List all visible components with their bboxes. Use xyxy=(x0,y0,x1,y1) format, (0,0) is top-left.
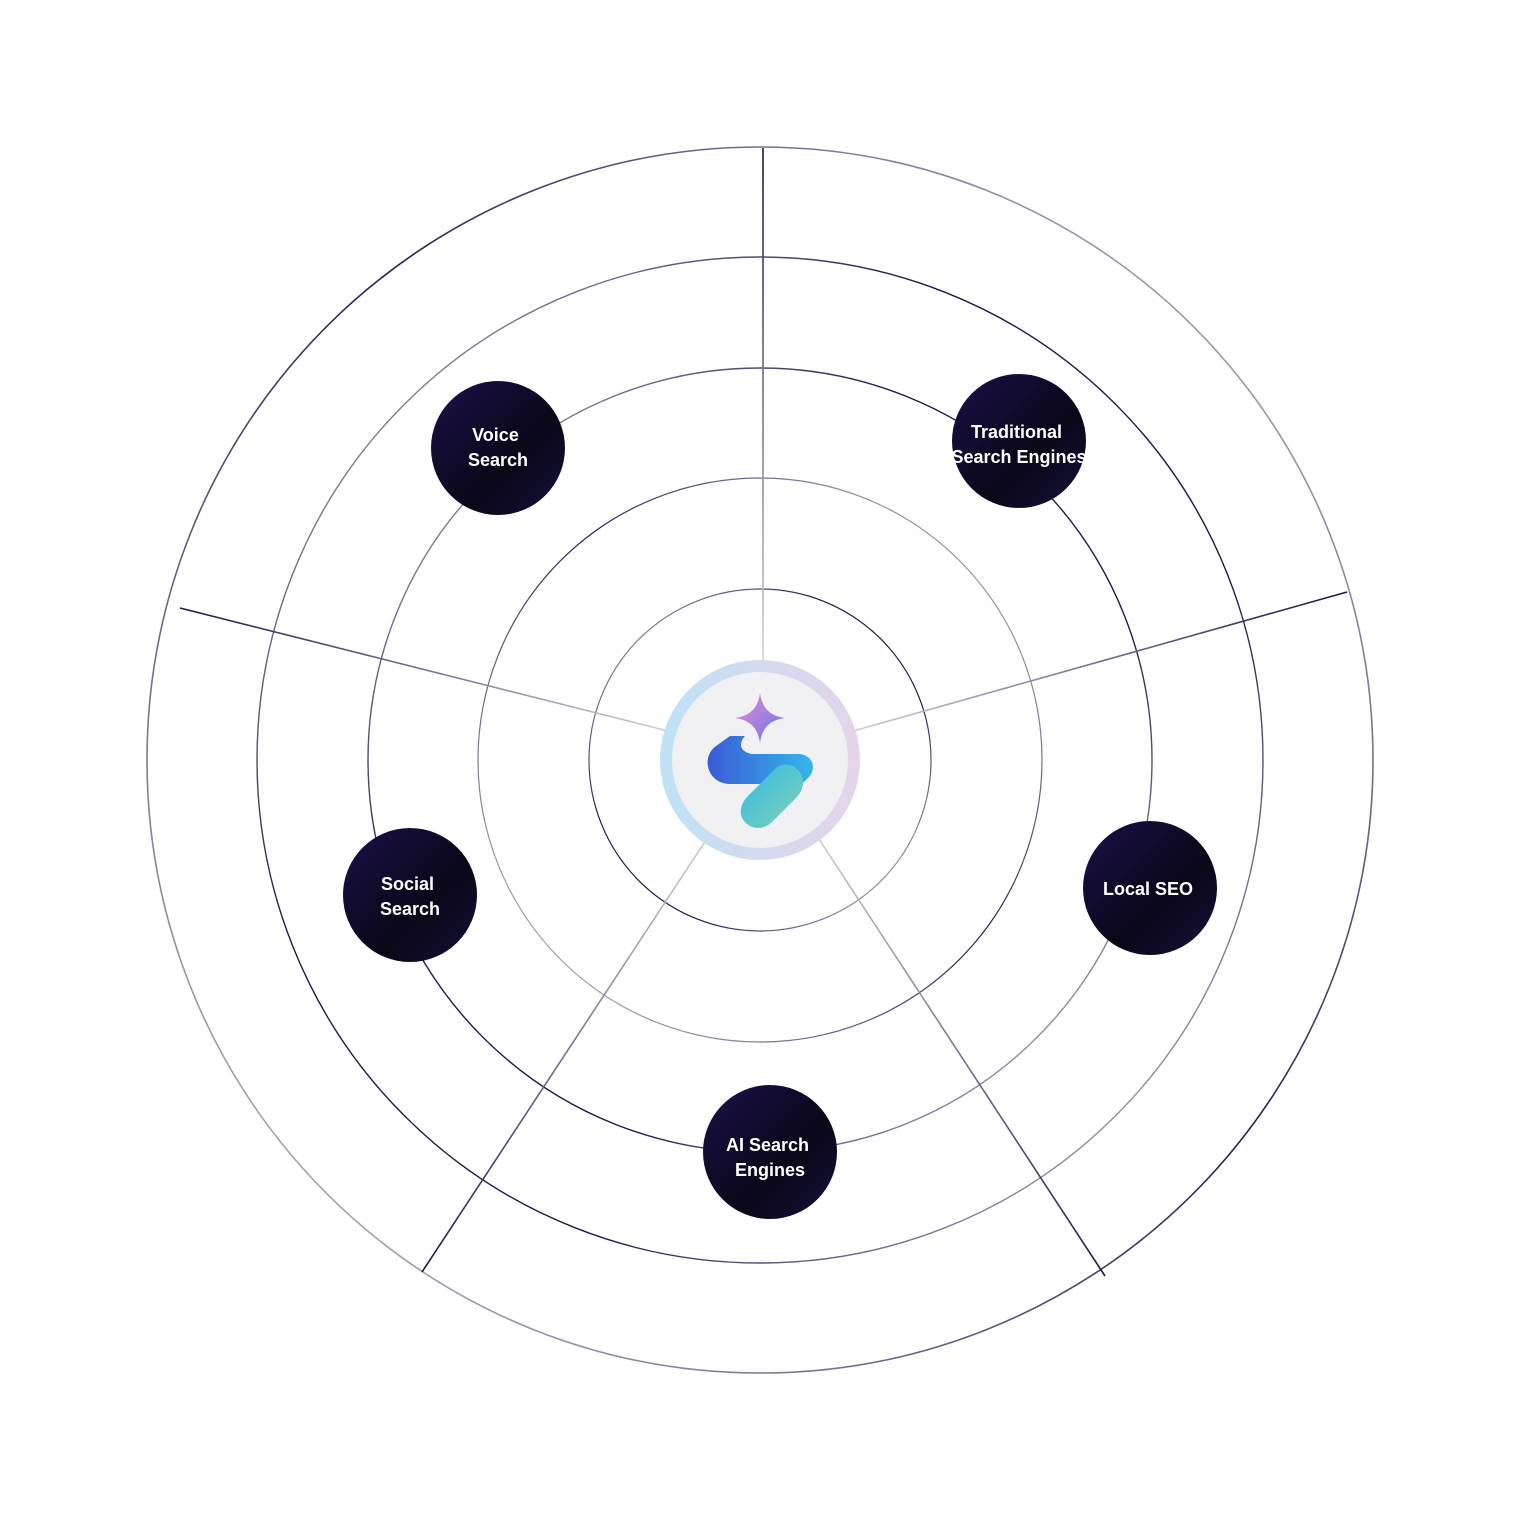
ring-5 xyxy=(146,146,1374,1374)
spoke-right xyxy=(845,591,1348,734)
node-circle xyxy=(952,374,1086,508)
spoke-left xyxy=(179,607,673,733)
node-voice-search[interactable]: Voice Search xyxy=(431,381,565,515)
ring-4 xyxy=(256,256,1264,1264)
svg-text:Voice Search: Voice Search xyxy=(468,425,528,470)
node-traditional-search-engines[interactable]: Traditional Search Engines xyxy=(951,374,1087,508)
node-local-seo[interactable]: Local SEO xyxy=(1083,821,1217,955)
spoke-bottom-left xyxy=(421,833,711,1273)
node-label-line: Search xyxy=(380,899,440,919)
node-ai-search-engines[interactable]: AI Search Engines xyxy=(703,1085,837,1219)
node-label-line: Traditional xyxy=(971,422,1062,442)
node-label-line: Search xyxy=(468,450,528,470)
rings xyxy=(146,146,1374,1374)
node-label-line: Engines xyxy=(735,1160,805,1180)
node-label-line: Social xyxy=(381,874,434,894)
svg-text:AI Search Engines: AI Search Engines xyxy=(726,1135,814,1180)
spoke-bottom-right xyxy=(812,829,1106,1277)
brand-logo-icon xyxy=(707,693,813,828)
node-label-line: AI Search xyxy=(726,1135,809,1155)
node-social-search[interactable]: Social Search xyxy=(343,828,477,962)
node-label-line: Voice xyxy=(472,425,519,445)
node-circle xyxy=(343,828,477,962)
svg-text:Social Search: Social Search xyxy=(380,874,440,919)
ring-1 xyxy=(588,588,932,932)
center-hub xyxy=(660,660,860,860)
ring-2 xyxy=(477,477,1043,1043)
node-circle xyxy=(431,381,565,515)
svg-text:Traditional Search Eng: Traditional Search Engines xyxy=(951,422,1086,467)
nodes: Voice Search Traditional Search Engines … xyxy=(343,374,1217,1219)
node-circle xyxy=(703,1085,837,1219)
node-circle xyxy=(1083,821,1217,955)
svg-text:Local SEO: Local SEO xyxy=(1103,879,1193,899)
node-label-line: Local SEO xyxy=(1103,879,1193,899)
node-label-line: Search Engines xyxy=(951,447,1086,467)
spokes xyxy=(179,148,1348,1277)
